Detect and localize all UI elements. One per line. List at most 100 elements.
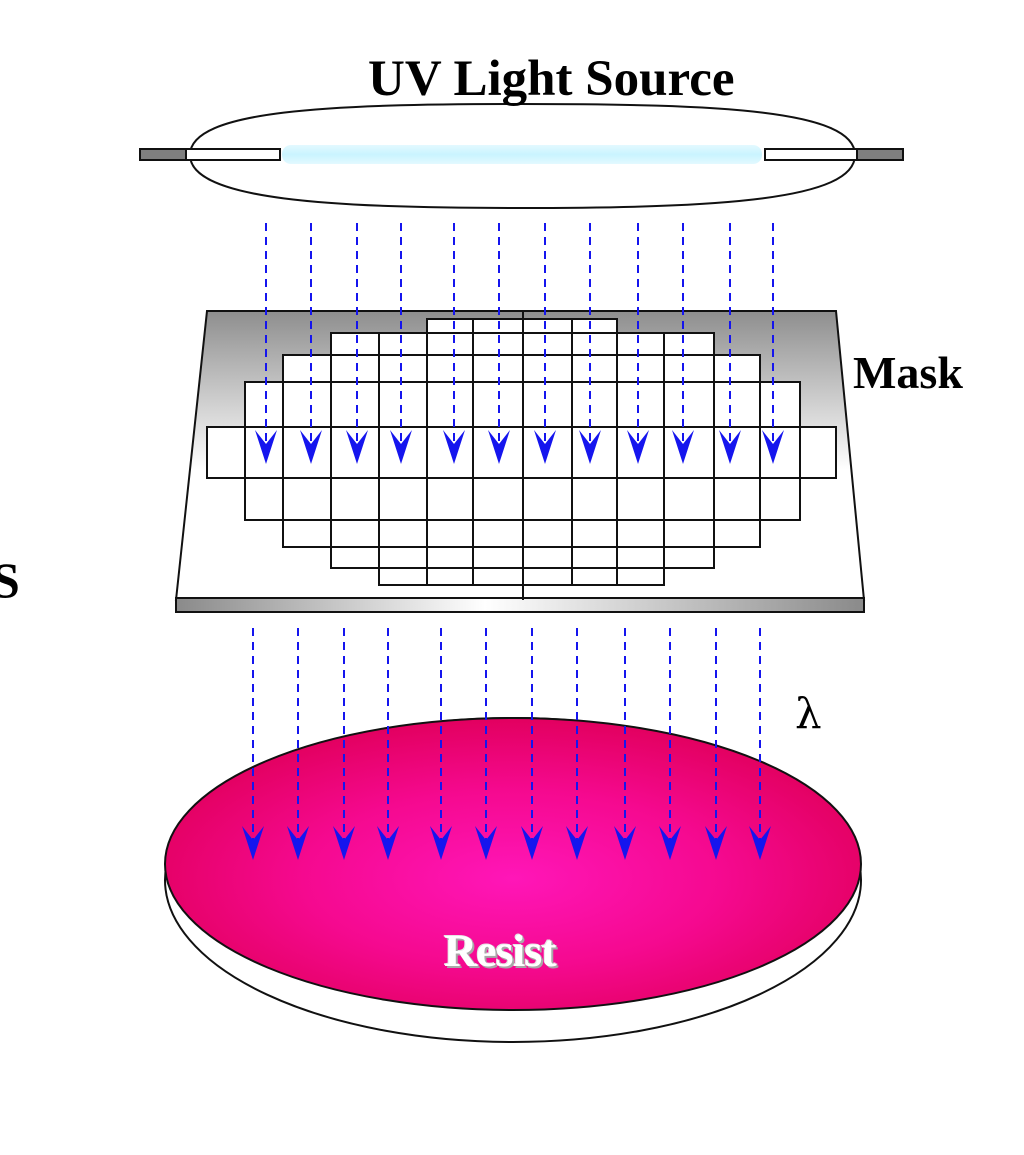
mask-die-cell [378, 354, 428, 383]
cropped-edge-letter: S [0, 552, 20, 608]
mask-die-cell [472, 519, 524, 548]
mask-die-cell [616, 546, 665, 569]
mask-die-cell [378, 567, 428, 586]
uv-ray-arrowhead [659, 826, 681, 860]
mask-die-cell [713, 381, 761, 428]
mask-die-cell [426, 381, 474, 428]
resist-layer [164, 717, 862, 1011]
mask-die-cell [759, 477, 801, 521]
mask-die-cell [426, 318, 474, 334]
wafer [164, 717, 862, 1043]
resist-label: Resist [444, 925, 557, 976]
mask-die-cell [282, 381, 332, 428]
mask-die-cell [282, 426, 332, 479]
mask-die-cell [330, 546, 380, 569]
mask-die-cell [759, 381, 801, 428]
uv-ray-arrowhead [377, 826, 399, 860]
mask-die-cell [663, 332, 715, 356]
mask-die-cell [616, 567, 665, 586]
mask-die-cell [522, 318, 573, 334]
mask-die-cell [522, 381, 573, 428]
uv-ray-arrowhead [488, 430, 510, 464]
mask-die-cell [571, 546, 618, 569]
uv-ray-arrowhead [255, 430, 277, 464]
mask-die-cell [571, 318, 618, 334]
mask-die-cell [663, 519, 715, 548]
uv-ray-arrowhead [242, 826, 264, 860]
mask-die-cell [571, 354, 618, 383]
mask-die-cell [799, 426, 837, 479]
mask-die-cell [759, 426, 801, 479]
mask-die-cell [244, 381, 284, 428]
uv-light-source-label: UV Light Source [368, 51, 735, 107]
mask-die-cell [522, 354, 573, 383]
mask-die-cell [378, 477, 428, 521]
uv-ray-arrowhead [390, 430, 412, 464]
uv-ray-arrowhead [705, 826, 727, 860]
wavelength-symbol: λ [795, 689, 822, 738]
mask-die-cell [616, 477, 665, 521]
uv-ray-arrowhead [566, 826, 588, 860]
mask-die-cell [378, 381, 428, 428]
mask-die-cell [426, 332, 474, 356]
mask-die-cell [571, 332, 618, 356]
mask-die-cell [426, 477, 474, 521]
mask-die-cell [206, 426, 246, 479]
uv-ray-arrowhead [430, 826, 452, 860]
mask-die-cell [522, 477, 573, 521]
mask-die-cell [616, 354, 665, 383]
uv-ray-arrowhead [287, 826, 309, 860]
uv-rays [242, 223, 784, 860]
lamp-glow [282, 145, 762, 164]
mask-die-cell [330, 332, 380, 356]
mask-die-cell [571, 477, 618, 521]
mask-die-cell [472, 477, 524, 521]
mask-die-cell [378, 519, 428, 548]
mask-die-cell [426, 546, 474, 569]
mask-die-cell [663, 546, 715, 569]
mask-die-cell [330, 519, 380, 548]
mask-die-cell [571, 381, 618, 428]
mask-die-cell [663, 381, 715, 428]
mask-die-cell [522, 546, 573, 569]
mask-die-cell [616, 381, 665, 428]
uv-lamp [139, 102, 904, 210]
uv-ray-arrowhead [762, 430, 784, 464]
uv-ray-arrowhead [672, 430, 694, 464]
mask-die-cell [282, 519, 332, 548]
uv-ray-arrowhead [534, 430, 556, 464]
mask-die-cell [282, 477, 332, 521]
mask [174, 310, 866, 613]
mask-die-cell [522, 567, 573, 586]
mask-bottom-edge [175, 597, 865, 613]
mask-die-cell [663, 354, 715, 383]
mask-die-cell [713, 519, 761, 548]
mask-die-cell [426, 354, 474, 383]
uv-ray-arrowhead [443, 430, 465, 464]
mask-die-cell [378, 332, 428, 356]
uv-ray-arrowhead [627, 430, 649, 464]
mask-label: Mask [853, 347, 963, 398]
mask-die-cell [522, 519, 573, 548]
mask-die-cell [571, 426, 618, 479]
mask-die-cell [282, 354, 332, 383]
mask-die-cell [472, 546, 524, 569]
uv-ray-arrowhead [475, 826, 497, 860]
uv-ray-arrowhead [579, 430, 601, 464]
uv-ray-arrowhead [300, 430, 322, 464]
mask-die-cell [663, 477, 715, 521]
mask-die-cell [522, 332, 573, 356]
uv-ray-arrowhead [749, 826, 771, 860]
uv-ray-arrowhead [719, 430, 741, 464]
mask-die-cell [472, 567, 524, 586]
mask-die-cell [330, 477, 380, 521]
mask-die-cell [571, 567, 618, 586]
uv-ray-arrowhead [346, 430, 368, 464]
mask-die-cell [330, 354, 380, 383]
uv-ray-arrowhead [614, 826, 636, 860]
mask-die-cell [378, 546, 428, 569]
mask-die-cell [426, 519, 474, 548]
mask-die-cell [571, 519, 618, 548]
mask-die-cell [330, 381, 380, 428]
mask-die-cell [426, 426, 474, 479]
